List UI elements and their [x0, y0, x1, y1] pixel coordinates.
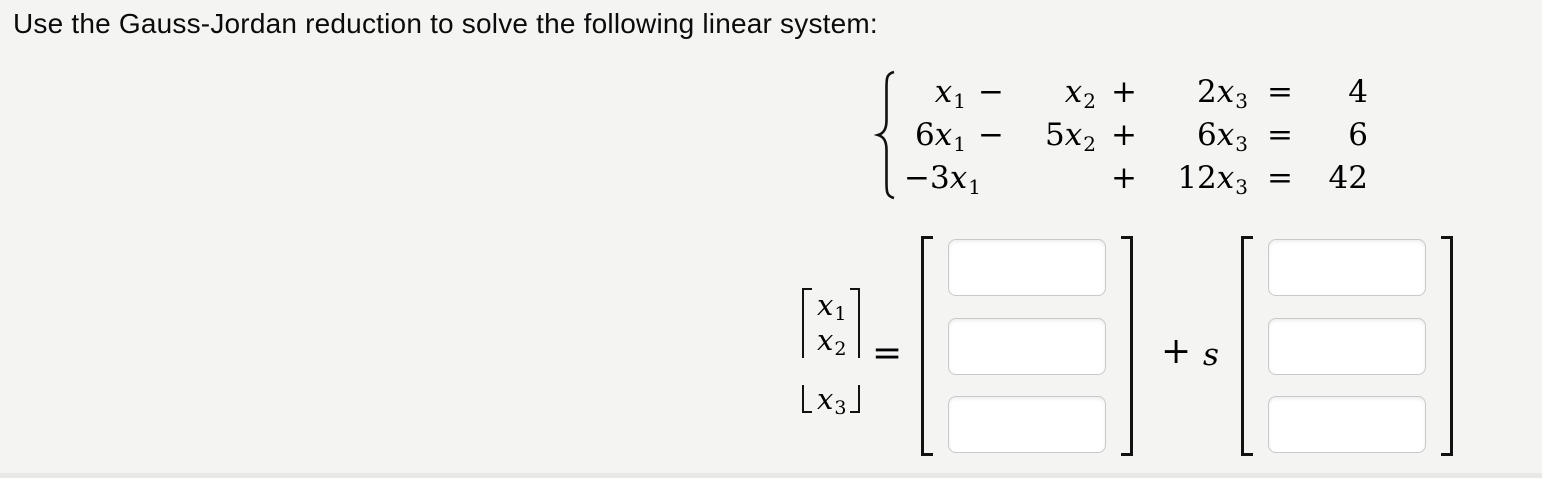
operator-minus: − [978, 74, 1004, 110]
right-bracket [1121, 236, 1133, 456]
term-x3: 12x3 [1177, 160, 1248, 199]
term-x2: 5x2 [1045, 117, 1096, 156]
equation-row-1: x1 − x2 + 2x3 = 4 [904, 71, 1368, 114]
equals-sign: = [1267, 117, 1293, 153]
operator-plus: + [1111, 117, 1137, 153]
linear-system: x1 − x2 + 2x3 = 4 6x1 − 5x2 + 6x3 = 6 −3… [874, 70, 1368, 200]
term-x2-empty [1016, 160, 1096, 196]
problem-prompt: Use the Gauss-Jordan reduction to solve … [13, 8, 878, 39]
term-x1: 6x1 [915, 117, 966, 156]
direction-vector-matrix [1241, 236, 1453, 456]
x-vector: x1 x2 x3 [802, 288, 860, 419]
equation-grid: x1 − x2 + 2x3 = 4 6x1 − 5x2 + 6x3 = 6 −3… [904, 71, 1368, 200]
left-bracket [802, 288, 812, 358]
answer-input-col2-row3[interactable] [1268, 396, 1426, 453]
left-bracket [1241, 236, 1253, 456]
parameter-s: s [1203, 337, 1219, 373]
equals-sign: = [1267, 74, 1293, 110]
equation-row-2: 6x1 − 5x2 + 6x3 = 6 [904, 114, 1368, 157]
operator-minus: − [978, 117, 1004, 153]
x-vector-lower: x3 [802, 382, 860, 419]
term-x1: x1 [934, 74, 966, 113]
left-curly-brace-icon [874, 70, 895, 200]
answer-input-col1-row2[interactable] [948, 317, 1106, 375]
vector-entry-x3: x3 [817, 382, 847, 419]
right-bracket [850, 385, 860, 413]
rhs-value: 4 [1348, 74, 1368, 110]
rhs-value: 42 [1328, 160, 1368, 196]
answer-input-col2-row2[interactable] [1268, 317, 1426, 375]
answer-input-col1-row3[interactable] [948, 396, 1106, 453]
term-x3: 2x3 [1197, 74, 1248, 113]
right-bracket [1441, 236, 1453, 456]
section-divider [0, 473, 1542, 478]
term-x1: −3x1 [904, 160, 981, 199]
left-bracket [921, 236, 933, 456]
answer-input-col2-row1[interactable] [1268, 239, 1426, 296]
term-x3: 6x3 [1197, 117, 1248, 156]
plus-sign: + [1161, 331, 1192, 372]
operator-plus: + [1111, 74, 1137, 110]
vector-entry-x1: x1 [817, 288, 847, 325]
equation-row-3: −3x1 + 12x3 = 42 [904, 157, 1368, 200]
operator-plus: + [1111, 160, 1137, 196]
vector-entry-x2: x2 [817, 323, 847, 360]
x-vector-upper: x1 x2 [802, 288, 860, 360]
rhs-value: 6 [1348, 117, 1368, 153]
answer-input-col1-row1[interactable] [948, 239, 1106, 296]
term-x2: x2 [1064, 74, 1096, 113]
equals-sign: = [1267, 160, 1293, 196]
right-bracket [850, 288, 860, 358]
particular-solution-matrix [921, 236, 1133, 456]
equals-sign: = [872, 333, 903, 374]
left-bracket [802, 385, 812, 413]
